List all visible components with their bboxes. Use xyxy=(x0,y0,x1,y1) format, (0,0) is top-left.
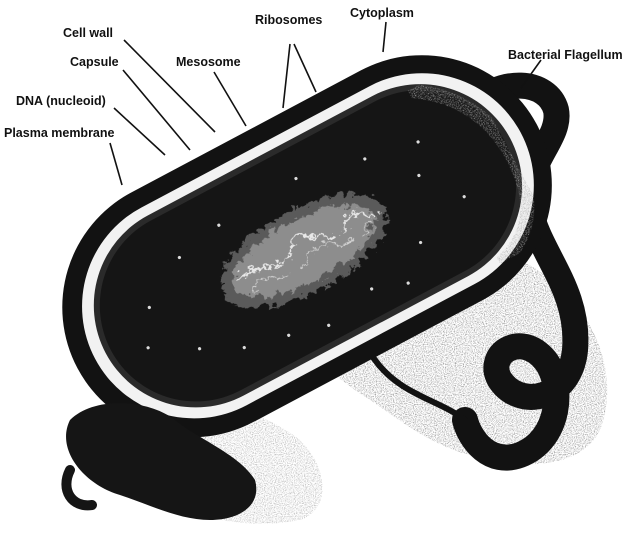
label-capsule: Capsule xyxy=(70,55,119,69)
label-mesosome: Mesosome xyxy=(176,55,241,69)
label-cell-wall: Cell wall xyxy=(63,26,113,40)
label-plasma-membrane: Plasma membrane xyxy=(4,126,115,140)
label-ribosomes: Ribosomes xyxy=(255,13,322,27)
label-dna-nucleoid: DNA (nucleoid) xyxy=(16,94,106,108)
label-bacterial-flagellum: Bacterial Flagellum xyxy=(508,48,623,62)
label-cytoplasm: Cytoplasm xyxy=(350,6,414,20)
